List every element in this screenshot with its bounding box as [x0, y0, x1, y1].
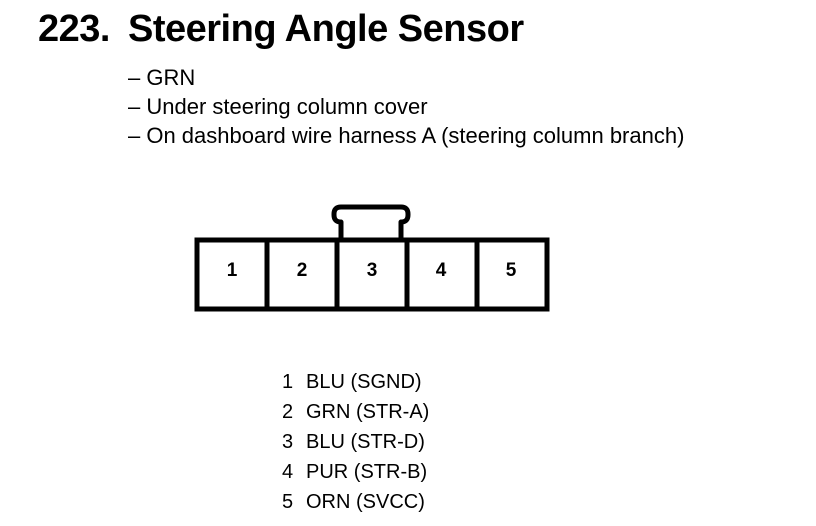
connector-lock-tab	[331, 204, 411, 240]
detail-location: – Under steering column cover	[128, 94, 428, 119]
pinout-item: 5 ORN (SVCC)	[282, 487, 429, 517]
page-title: 223. Steering Angle Sensor	[38, 8, 524, 51]
pinout-item: 3 BLU (STR-D)	[282, 427, 429, 457]
pinout-wire: BLU (SGND)	[306, 371, 422, 393]
connector-body	[194, 237, 550, 312]
pinout-wire: GRN (STR-A)	[306, 401, 430, 423]
pinout-wire: ORN (SVCC)	[306, 491, 425, 513]
pinout-pin: 4	[282, 461, 294, 483]
pinout-wire: PUR (STR-B)	[306, 461, 428, 483]
terminal-label-1: 1	[227, 260, 238, 281]
terminal-label-3: 3	[367, 260, 378, 281]
terminal-label-2: 2	[297, 260, 308, 281]
detail-harness: – On dashboard wire harness A (steering …	[128, 123, 685, 148]
component-number: 223.	[38, 8, 110, 50]
pinout-pin: 1	[282, 371, 294, 393]
component-name: Steering Angle Sensor	[128, 8, 524, 50]
pinout-item: 4 PUR (STR-B)	[282, 457, 429, 487]
terminal-label-4: 4	[436, 260, 447, 281]
pinout-pin: 5	[282, 491, 294, 513]
terminal-label-5: 5	[506, 260, 517, 281]
pinout-wire: BLU (STR-D)	[306, 431, 425, 453]
pinout-pin: 2	[282, 401, 294, 423]
component-details: – GRN – Under steering column cover – On…	[128, 63, 684, 150]
pinout-item: 1 BLU (SGND)	[282, 367, 429, 397]
detail-color: – GRN	[128, 65, 196, 90]
pinout-pin: 3	[282, 431, 294, 453]
pinout-item: 2 GRN (STR-A)	[282, 397, 429, 427]
